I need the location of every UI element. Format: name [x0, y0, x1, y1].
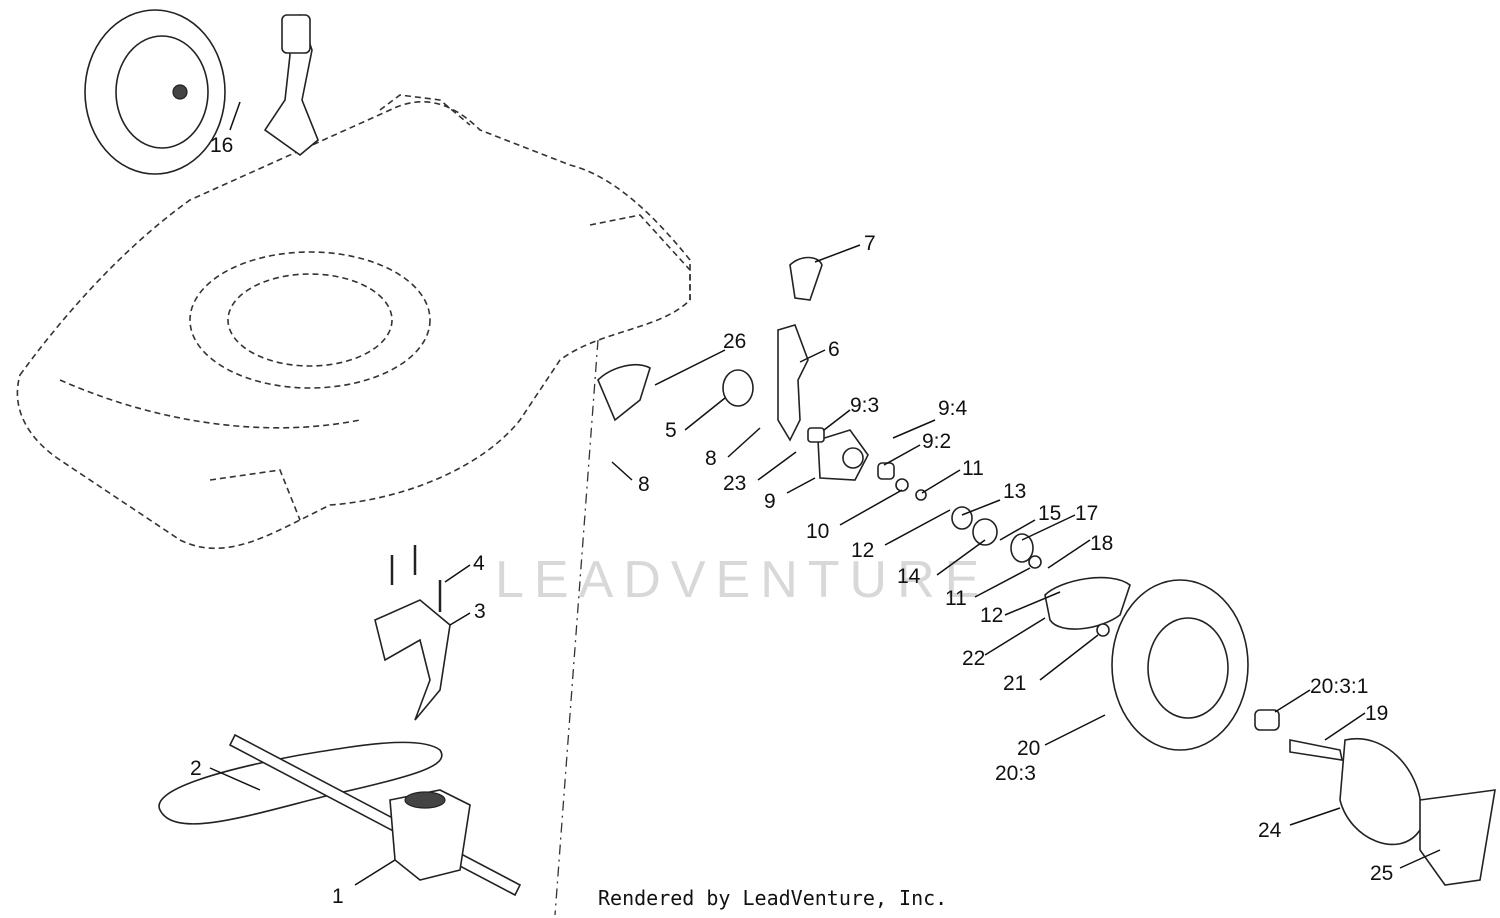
- callout-9-4: 9:4: [938, 397, 968, 420]
- mower-deck: [16, 94, 691, 549]
- drive-parts: [597, 256, 1496, 886]
- callout-15: 15: [1038, 502, 1061, 525]
- callout-11b: 11: [945, 587, 967, 610]
- rear-wheel-assembly: [84, 9, 319, 175]
- callout-16: 16: [210, 134, 233, 157]
- callout-5: 5: [665, 419, 677, 442]
- center-axis-line: [554, 339, 599, 916]
- callout-20-3: 20:3: [995, 762, 1036, 785]
- leader-lines: [209, 244, 1441, 886]
- callout-20: 20: [1017, 737, 1040, 760]
- callout-21: 21: [1003, 672, 1026, 695]
- callout-17: 17: [1075, 502, 1098, 525]
- callout-11a: 11: [962, 457, 984, 480]
- callout-10: 10: [806, 520, 829, 543]
- callout-6: 6: [828, 338, 840, 361]
- callout-7: 7: [864, 232, 876, 255]
- callout-22: 22: [962, 647, 985, 670]
- callout-9-2: 9:2: [922, 430, 951, 453]
- callout-9-3: 9:3: [850, 394, 879, 417]
- credit-text: Rendered by LeadVenture, Inc.: [598, 886, 947, 910]
- callout-3: 3: [474, 600, 486, 623]
- callout-13: 13: [1003, 480, 1026, 503]
- callout-2: 2: [190, 757, 202, 780]
- callout-8a: 8: [638, 473, 650, 496]
- callout-9: 9: [764, 490, 776, 513]
- callout-23: 23: [723, 472, 746, 495]
- callout-12b: 12: [980, 604, 1003, 627]
- callout-19: 19: [1365, 702, 1388, 725]
- watermark-text: LEADVENTURE: [495, 551, 989, 609]
- callout-12a: 12: [851, 539, 874, 562]
- callout-1: 1: [332, 885, 344, 908]
- callout-18: 18: [1090, 532, 1113, 555]
- callout-8b: 8: [705, 447, 717, 470]
- callout-20-3-1: 20:3:1: [1310, 675, 1368, 698]
- transmission-assembly: [158, 545, 522, 897]
- callout-14: 14: [897, 565, 921, 588]
- callout-25: 25: [1370, 862, 1393, 885]
- callout-24: 24: [1258, 819, 1282, 842]
- callout-4: 4: [473, 552, 485, 575]
- callouts: 16 1 2 3 4 5 6 7 26 8 8 23 9 9:3 9:4 9:2…: [190, 134, 1393, 908]
- callout-26: 26: [723, 330, 746, 353]
